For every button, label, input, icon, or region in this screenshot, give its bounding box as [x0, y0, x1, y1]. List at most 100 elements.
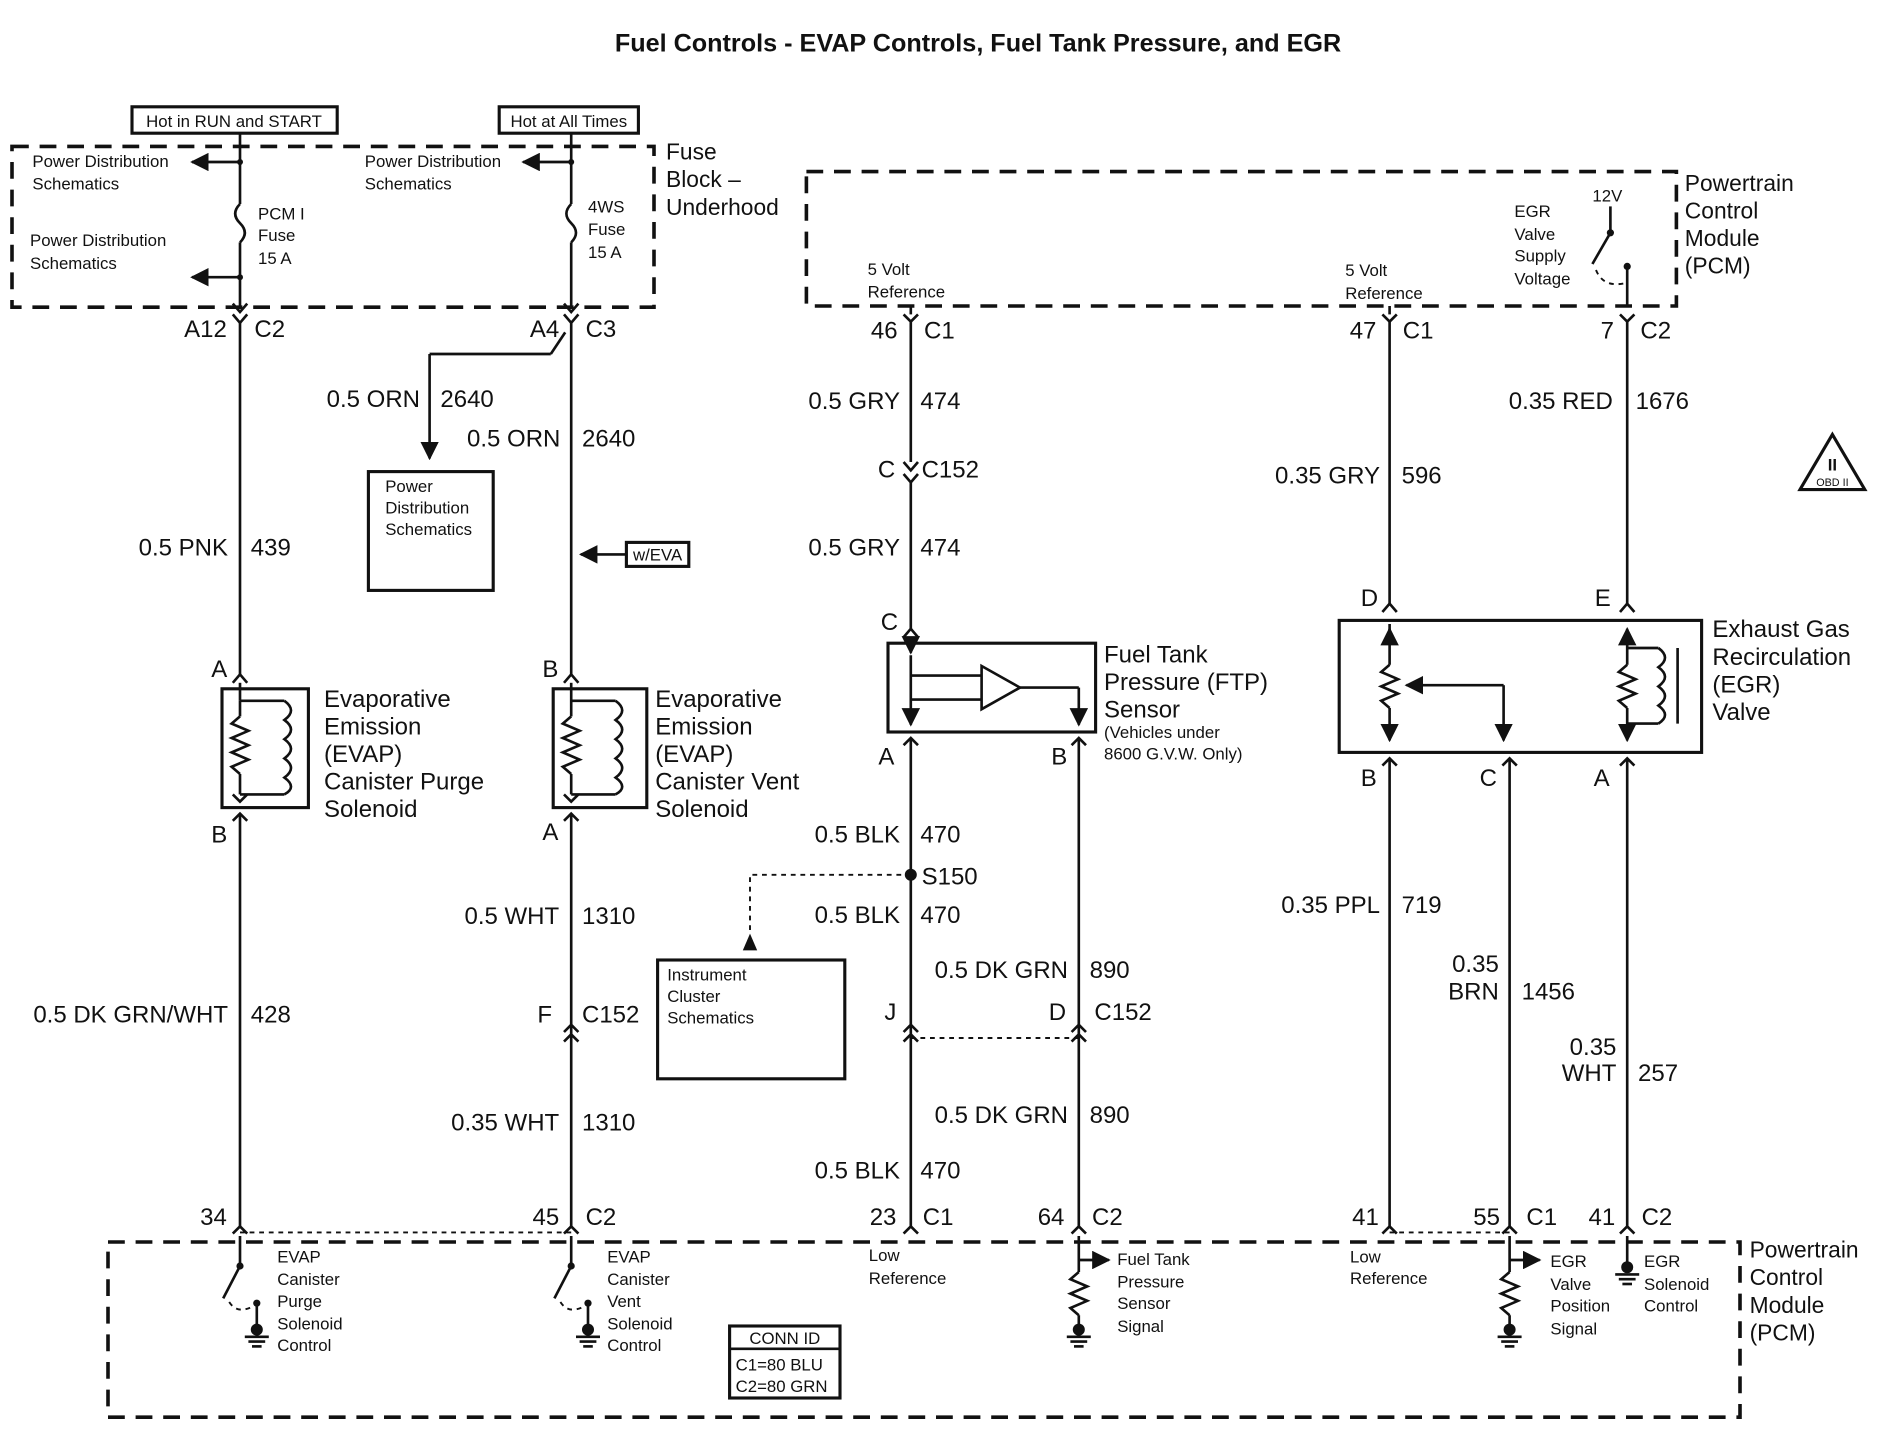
pin-55: 55 [1473, 1204, 1500, 1231]
svg-text:Solenoid: Solenoid [1644, 1275, 1709, 1294]
wire-dkgrn1: 0.5 DK GRN [935, 957, 1068, 984]
wire-470-c: 470 [920, 1157, 960, 1184]
wire-2640-main: 2640 [582, 425, 635, 452]
hot-all-times-box [497, 105, 640, 135]
svg-text:Control: Control [277, 1336, 331, 1355]
wire-428: 428 [251, 1001, 291, 1028]
wire-wht257-a: 0.35 [1570, 1034, 1617, 1061]
pcm-bottom-label: Powertrain [1750, 1237, 1859, 1263]
purge-pin-a: A [211, 656, 227, 683]
purge-pin-b: B [211, 821, 227, 848]
pin-64: 64 [1038, 1204, 1065, 1231]
egr-sol-label: EGR [1644, 1252, 1680, 1271]
svg-text:Module: Module [1685, 225, 1760, 251]
pcm-fuse-label: PCM I [258, 205, 305, 224]
svg-text:Purge: Purge [277, 1292, 322, 1311]
svg-text:Control: Control [607, 1336, 661, 1355]
ftp-signal-label: Fuel Tank [1117, 1250, 1190, 1269]
wire-ppl: 0.35 PPL [1281, 892, 1380, 919]
svg-text:Vent: Vent [607, 1292, 641, 1311]
egr-pin-c: C [1480, 765, 1497, 792]
instrument-cluster-box [656, 958, 847, 1081]
ref-5v-label-2: 5 Volt [1345, 261, 1387, 280]
conn-c152-a: C152 [922, 457, 979, 484]
svg-text:Signal: Signal [1550, 1319, 1597, 1338]
svg-text:Reference: Reference [868, 283, 946, 302]
power-dist-label-1: Power Distribution [32, 152, 168, 171]
svg-text:Emission: Emission [655, 713, 752, 740]
purge-driver-switch [222, 1265, 242, 1300]
pcm-vent-label: EVAP [607, 1247, 651, 1266]
svg-text:(EVAP): (EVAP) [324, 741, 402, 768]
svg-text:Schematics: Schematics [385, 520, 472, 539]
ref-5v-label-1: 5 Volt [868, 260, 910, 279]
pin-46: 46 [871, 317, 898, 344]
svg-text:Solenoid: Solenoid [655, 796, 748, 823]
wire-439: 439 [251, 535, 291, 562]
vent-label-1: Evaporative [655, 686, 782, 713]
egr-pin-d: D [1361, 585, 1378, 612]
egr-pin-a: A [1594, 765, 1610, 792]
svg-text:(PCM): (PCM) [1750, 1319, 1816, 1345]
vent-pin-b: B [542, 656, 558, 683]
conn-c2-bottom-b: C2 [1092, 1204, 1123, 1231]
4ws-fuse-label: 4WS [588, 197, 624, 216]
wire-1456: 1456 [1522, 979, 1575, 1006]
pin-a12: A12 [184, 316, 227, 343]
ftp-amplifier [980, 663, 1023, 712]
svg-text:Schematics: Schematics [32, 175, 119, 194]
ftp-sensor [886, 641, 1098, 734]
conn-id-title: CONN ID [749, 1329, 820, 1348]
wire-gry596: 0.35 GRY [1275, 463, 1380, 490]
svg-text:Control: Control [1685, 197, 1759, 223]
svg-text:Signal: Signal [1117, 1317, 1164, 1336]
wire-474-b: 474 [920, 535, 960, 562]
svg-text:Voltage: Voltage [1514, 269, 1570, 288]
obd-ii-text: OBD II [1816, 477, 1848, 489]
svg-text:Valve: Valve [1712, 699, 1770, 726]
ftp-pin-a: A [878, 743, 894, 770]
wire-470-b: 470 [920, 902, 960, 929]
svg-text:8600 G.V.W. Only): 8600 G.V.W. Only) [1104, 745, 1242, 764]
fuse-block-label-1: Fuse [666, 139, 717, 165]
ftp-pin-b: B [1051, 743, 1067, 770]
conn-id-c2: C2=80 GRN [736, 1377, 828, 1396]
conn-c1-bottom-b: C1 [1526, 1204, 1557, 1231]
pcm-purge-label: EVAP [277, 1247, 321, 1266]
fuse-block-label-2: Block – [666, 166, 741, 192]
svg-text:Module: Module [1750, 1292, 1825, 1318]
wire-gry1: 0.5 GRY [808, 388, 900, 415]
svg-text:Canister: Canister [607, 1270, 670, 1289]
svg-text:Reference: Reference [869, 1269, 946, 1288]
egr-pos-label: EGR [1550, 1252, 1586, 1271]
conn-c2: C2 [254, 316, 285, 343]
svg-text:Control: Control [1644, 1297, 1698, 1316]
svg-text:Reference: Reference [1350, 1269, 1428, 1288]
svg-text:Pressure (FTP): Pressure (FTP) [1104, 669, 1268, 696]
pin-23: 23 [870, 1204, 897, 1231]
svg-text:Power: Power [385, 477, 433, 496]
w-eva-label: w/EVA [632, 545, 683, 564]
conn-c2-top: C2 [1640, 317, 1671, 344]
svg-text:Solenoid: Solenoid [324, 796, 417, 823]
wire-890-b: 890 [1090, 1102, 1130, 1129]
wire-719: 719 [1402, 892, 1442, 919]
conn-c152-b: C152 [582, 1001, 639, 1028]
wire-blk2: 0.5 BLK [815, 902, 900, 929]
low-ref-label-2: Low [1350, 1247, 1382, 1266]
wire-wht2: 0.35 WHT [451, 1109, 559, 1136]
egr-supply-label: EGR [1514, 202, 1550, 221]
wire-dkgrnwht: 0.5 DK GRN/WHT [33, 1001, 228, 1028]
hot-run-start-label: Hot in RUN and START [146, 112, 322, 131]
wire-2640-branch: 2640 [440, 386, 493, 413]
svg-text:Instrument: Instrument [667, 965, 747, 984]
conn-c2-bottom-a: C2 [586, 1204, 617, 1231]
evap-vent-solenoid [551, 687, 649, 810]
obd-ii-mark: II [1828, 455, 1837, 474]
egr-pin-b: B [1361, 765, 1377, 792]
svg-text:Reference: Reference [1345, 284, 1423, 303]
svg-text:Sensor: Sensor [1104, 697, 1180, 724]
diagram-title: Fuel Controls - EVAP Controls, Fuel Tank… [615, 30, 1341, 58]
power-dist-label-2: Power Distribution [30, 231, 166, 250]
